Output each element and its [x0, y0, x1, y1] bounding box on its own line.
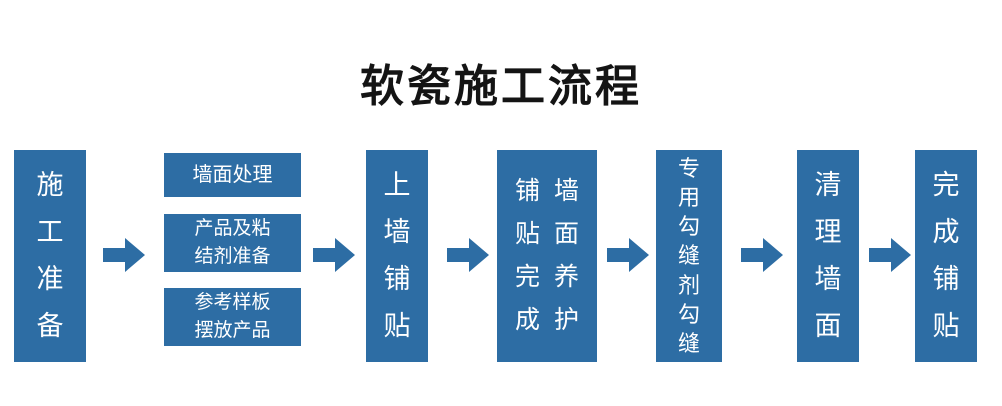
flow-step-label: 上墙铺贴 — [383, 169, 411, 342]
flow-step-label: 墙面处理 — [192, 164, 273, 186]
right-arrow-icon — [313, 238, 355, 272]
flow-step-label: 完成铺贴 — [932, 169, 960, 342]
flow-step-paste-complete-wall-curing: 铺贴完成 墙面养护 — [497, 150, 597, 362]
flow-step-wall-surface-treatment: 墙面处理 — [164, 153, 301, 197]
flow-step-label: 施工准备 — [36, 169, 64, 342]
flow-step-label: 清理墙面 — [814, 169, 842, 342]
right-arrow-icon — [741, 238, 783, 272]
page-title: 软瓷施工流程 — [360, 62, 642, 111]
right-arrow-icon — [607, 238, 649, 272]
flow-step-wall-pasting: 上墙铺贴 — [366, 150, 428, 362]
flow-step-label: 专用勾缝剂勾缝 — [678, 156, 701, 356]
right-arrow-icon — [447, 238, 489, 272]
flow-step-label: 参考样板摆放产品 — [194, 291, 271, 342]
flow-step-label-left: 铺贴完成 — [515, 177, 541, 334]
right-arrow-icon — [869, 238, 911, 272]
flow-step-construction-preparation: 施工准备 — [14, 150, 86, 362]
flow-step-label: 产品及粘结剂准备 — [194, 217, 271, 268]
flow-step-pasting-finished: 完成铺贴 — [915, 150, 977, 362]
flow-step-special-grout-jointing: 专用勾缝剂勾缝 — [656, 150, 722, 362]
flow-step-reference-sample-placement: 参考样板摆放产品 — [164, 288, 301, 346]
flow-step-product-adhesive-preparation: 产品及粘结剂准备 — [164, 214, 301, 272]
flow-step-clean-wall-surface: 清理墙面 — [797, 150, 859, 362]
flow-step-label-right: 墙面养护 — [554, 177, 580, 334]
right-arrow-icon — [103, 238, 145, 272]
